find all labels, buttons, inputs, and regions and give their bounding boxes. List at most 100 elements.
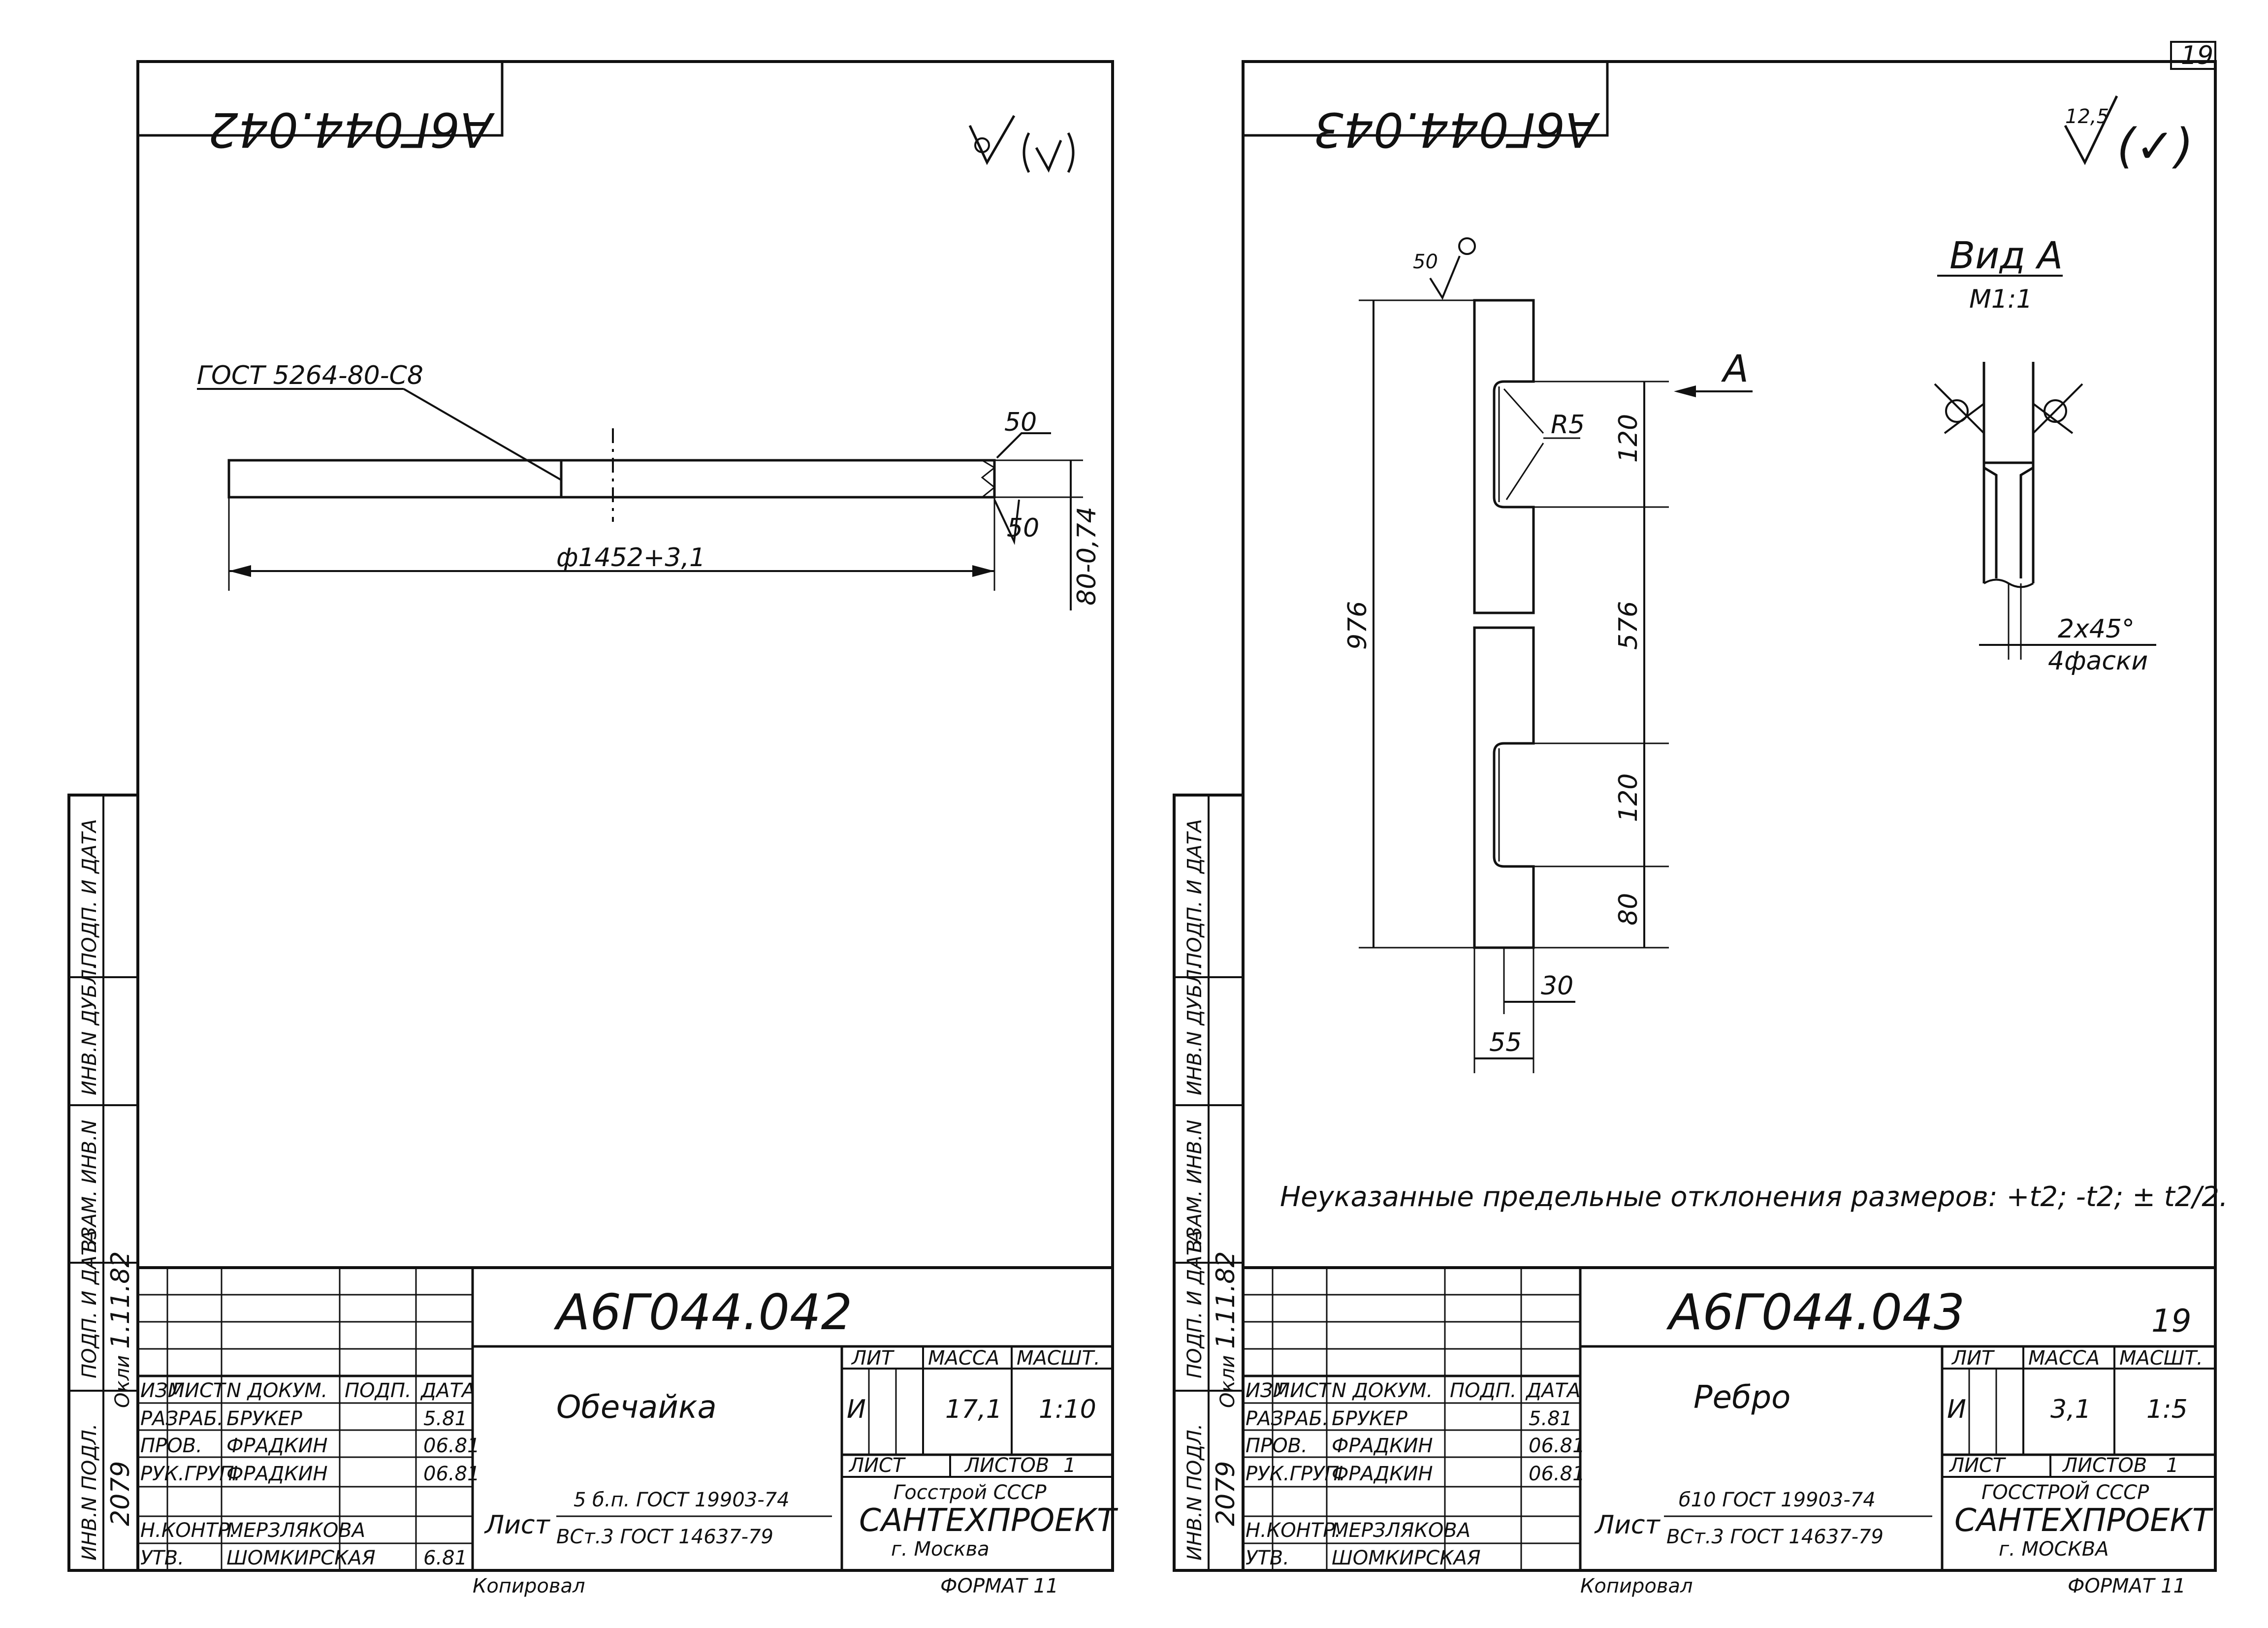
left-mirrored-code: А6Г044.042 xyxy=(208,102,495,157)
left-part-name: Обечайка xyxy=(556,1389,717,1426)
right-mass-value: 3,1 xyxy=(2050,1395,2091,1424)
dim-80: 80 xyxy=(1614,893,1643,926)
left-format: ФОРМАТ 11 xyxy=(940,1575,1058,1597)
left-material-bottom: ВСт.3 ГОСТ 14637-79 xyxy=(556,1526,773,1548)
r-hdr-list: ЛИСТ xyxy=(1274,1379,1332,1402)
shell-part-view: ГОСТ 5264-80-С8 50 50 ф1452+3,1 80-0,74 xyxy=(197,361,1102,610)
r-hdr-data: ДАТА xyxy=(1525,1379,1580,1402)
r-row-razrab-name: БРУКЕР xyxy=(1332,1407,1408,1430)
view-a-arrow-label: А xyxy=(1721,347,1749,390)
right-list-prefix: Лист xyxy=(1594,1510,1661,1540)
row-utv-date: 6.81 xyxy=(423,1547,467,1569)
hdr-listov: ЛИСТОВ xyxy=(964,1454,1049,1477)
right-lit-value: И xyxy=(1947,1395,1966,1424)
row-razrab-name: БРУКЕР xyxy=(226,1407,303,1430)
height-dimension: 80-0,74 xyxy=(1072,507,1102,606)
r-row-prov-name: ФРАДКИН xyxy=(1332,1435,1433,1457)
right-listov-value: 1 xyxy=(2166,1454,2178,1477)
row-utv-name: ШОМКИРСКАЯ xyxy=(226,1547,376,1569)
left-margin-strip: ИНВ.N ПОДЛ. ПОДП. И ДАТА ВЗАМ. ИНВ.N ИНВ… xyxy=(67,794,139,1572)
row-utv-label: УТВ. xyxy=(140,1547,184,1569)
margin-signature: Окли xyxy=(111,1355,134,1408)
hdr-massa: МАССА xyxy=(928,1347,999,1370)
dim-576: 576 xyxy=(1614,601,1643,650)
right-material-bottom: ВСт.3 ГОСТ 14637-79 xyxy=(1666,1526,1884,1548)
row-prov-name: ФРАДКИН xyxy=(226,1435,328,1457)
r-row-utv-name: ШОМКИРСКАЯ xyxy=(1332,1547,1481,1569)
r-row-nkontr-name: МЕРЗЛЯКОВА xyxy=(1332,1519,1470,1542)
margin-label-inv-podl: ИНВ.N ПОДЛ. xyxy=(78,1424,101,1561)
dim-976: 976 xyxy=(1343,601,1373,650)
hdr-podp: ПОДП. xyxy=(345,1379,412,1402)
rib-part-view: R5 50 А 120 576 120 80 976 xyxy=(1343,237,1753,1073)
r5-label: R5 xyxy=(1551,410,1585,440)
r-hdr-listov: ЛИСТОВ xyxy=(2062,1454,2147,1477)
hdr-lit: ЛИТ xyxy=(851,1347,895,1370)
r-margin-inv-number: 2079 xyxy=(1211,1461,1241,1526)
tolerance-note: Неуказанные предельные отклонения размер… xyxy=(1280,1181,2228,1213)
margin-label-podp-data: ПОДП. И ДАТА xyxy=(78,1230,101,1378)
right-title-block: ИЗМ ЛИСТ N ДОКУМ. ПОДП. ДАТА РАЗРАБ. БРУ… xyxy=(1242,1266,2217,1572)
margin-label-podp-data2: ПОДП. И ДАТА xyxy=(78,819,101,967)
left-listov-value: 1 xyxy=(1063,1454,1076,1477)
left-mass-value: 17,1 xyxy=(945,1395,1002,1424)
right-part-name: Ребро xyxy=(1693,1379,1790,1416)
right-org1: ГОССТРОЙ СССР xyxy=(1981,1480,2149,1504)
right-org3: г. МОСКВА xyxy=(1999,1538,2109,1561)
right-copied-note: Копировал xyxy=(1580,1575,1693,1597)
view-a-scale: М1:1 xyxy=(1969,285,2033,314)
r-row-razrab-label: РАЗРАБ. xyxy=(1246,1407,1329,1430)
margin-label-inv-dubl: ИНВ.N ДУБЛ. xyxy=(78,963,101,1095)
right-mirrored-code: А6Г044.043 xyxy=(1313,102,1600,157)
dim-55: 55 xyxy=(1489,1028,1522,1057)
margin-label-vzam-inv: ВЗАМ. ИНВ.N xyxy=(78,1120,101,1253)
weld-gost-callout: ГОСТ 5264-80-С8 xyxy=(197,361,423,390)
hdr-n-dokum: N ДОКУМ. xyxy=(226,1379,327,1402)
dim-120-top: 120 xyxy=(1614,414,1643,463)
hdr-list: ЛИСТ xyxy=(169,1379,227,1402)
weld-bottom-value: 50 xyxy=(1007,513,1039,543)
r-hdr-massa: МАССА xyxy=(2028,1347,2100,1370)
r-margin-signature: Окли xyxy=(1216,1355,1239,1408)
r-row-razrab-date: 5.81 xyxy=(1529,1407,1572,1430)
right-format: ФОРМАТ 11 xyxy=(2068,1575,2186,1597)
view-a-chamfer-count: 4фаски xyxy=(2048,646,2148,676)
row-nkontr-label: Н.КОНТР. xyxy=(140,1519,236,1542)
right-sheet: ИНВ.N ПОДЛ. ПОДП. И ДАТА ВЗАМ. ИНВ.N ИНВ… xyxy=(1173,60,2228,1597)
hdr-data: ДАТА xyxy=(420,1379,475,1402)
view-a-detail: Вид А М1:1 2х45° 4фаски xyxy=(1934,233,2156,676)
left-sheet: ИНВ.N ПОДЛ. ПОДП. И ДАТА ВЗАМ. ИНВ.N ИНВ… xyxy=(67,60,1118,1597)
r-hdr-n-dokum: N ДОКУМ. xyxy=(1332,1379,1433,1402)
right-roughness-mark-text: (✓) xyxy=(2117,119,2193,174)
row-razrab-date: 5.81 xyxy=(423,1407,467,1430)
left-org3: г. Москва xyxy=(891,1538,990,1561)
weld-top-value: 50 xyxy=(1004,408,1037,437)
margin-inv-number: 2079 xyxy=(106,1461,135,1526)
r-hdr-izm: ИЗМ xyxy=(1246,1379,1290,1402)
left-mirrored-code-box: А6Г044.042 xyxy=(136,60,504,157)
r-row-rukgrup-date: 06.81 xyxy=(1529,1463,1585,1485)
left-copied-note: Копировал xyxy=(473,1575,585,1597)
left-roughness-mark xyxy=(968,115,1075,173)
r-row-rukgrup-label: РУК.ГРУП. xyxy=(1246,1463,1345,1485)
r-hdr-lit: ЛИТ xyxy=(1951,1347,1995,1370)
right-sheet-number: 19 xyxy=(2151,1303,2191,1340)
r-hdr-podp: ПОДП. xyxy=(1450,1379,1517,1402)
row-rukgrup-label: РУК.ГРУП. xyxy=(140,1463,240,1485)
left-material-top: 5 б.п. ГОСТ 19903-74 xyxy=(574,1489,790,1511)
r-row-nkontr-label: Н.КОНТР. xyxy=(1246,1519,1341,1542)
r-row-rukgrup-name: ФРАДКИН xyxy=(1332,1463,1433,1485)
r-margin-label-inv-dubl: ИНВ.N ДУБЛ. xyxy=(1183,963,1206,1095)
r-margin-label-vzam-inv: ВЗАМ. ИНВ.N xyxy=(1183,1120,1206,1253)
hdr-izm: ИЗМ xyxy=(140,1379,185,1402)
left-sheet-frame xyxy=(136,60,1114,1572)
r-hdr-list-cell: ЛИСТ xyxy=(1949,1454,2007,1477)
dim-30: 30 xyxy=(1541,971,1573,1001)
hdr-list-cell: ЛИСТ xyxy=(848,1454,906,1477)
right-scale-value: 1:5 xyxy=(2146,1395,2188,1424)
right-material-top: б10 ГОСТ 19903-74 xyxy=(1679,1489,1876,1511)
r-margin-label-inv-podl: ИНВ.N ПОДЛ. xyxy=(1183,1424,1206,1561)
dim-120-bottom: 120 xyxy=(1614,773,1643,822)
r-margin-date: 1.11.82 xyxy=(1211,1251,1241,1349)
